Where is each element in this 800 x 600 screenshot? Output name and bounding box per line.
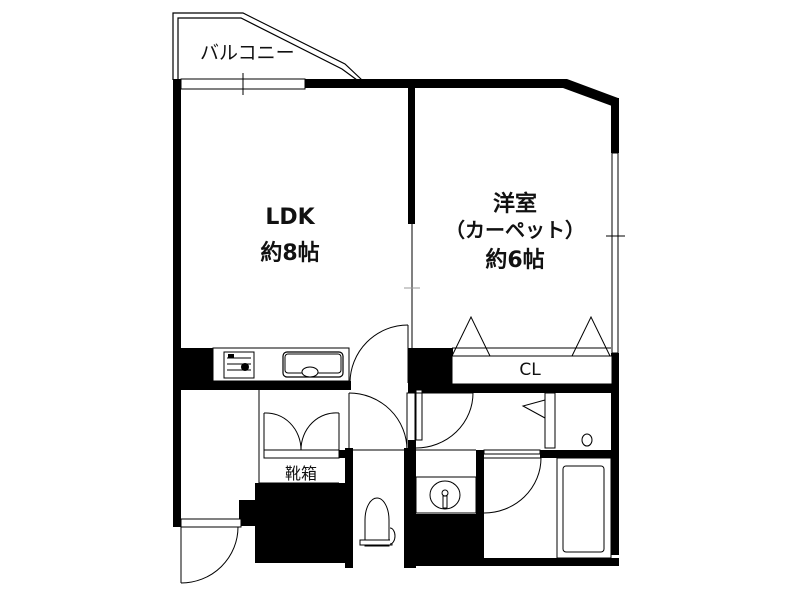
stove-icon [223,351,255,379]
kitchen-sink-icon [282,351,344,378]
bathtub-icon [556,457,612,559]
western-room-name: 洋室 [492,192,537,217]
washbasin-icon [415,476,477,514]
top-wall [173,73,618,106]
shoe-box-label: 靴箱 [284,464,317,483]
entrance-area [173,390,349,563]
closet [408,315,613,393]
left-wall [173,84,181,526]
ldk-size: 約8帖 [260,241,320,266]
toilet-icon [359,497,396,547]
bath-door[interactable] [483,457,542,514]
kitchen-counter [181,347,351,390]
balcony-railing [172,12,363,81]
right-wall [606,98,625,555]
front-door[interactable] [180,526,239,584]
balcony-label: バルコニー [200,42,295,64]
ldk-name: LDK [265,205,315,230]
washroom-door[interactable] [415,392,474,449]
western-room-size: 約6帖 [485,248,545,273]
storage-niche [521,392,593,449]
western-room-floor: （カーペット） [445,218,585,242]
closet-label: CL [519,360,541,380]
ldk-door[interactable] [349,324,409,384]
sanitary-walls [408,389,619,568]
partition-wall [404,84,420,350]
